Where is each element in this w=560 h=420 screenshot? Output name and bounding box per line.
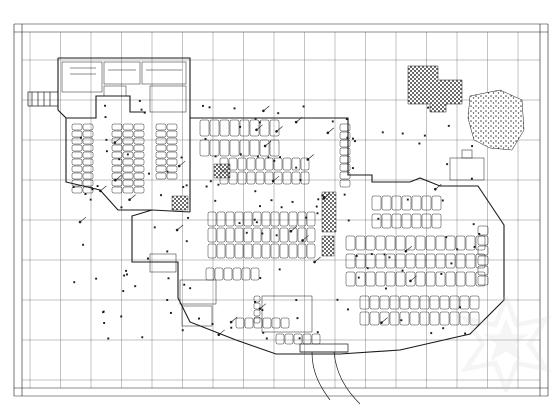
dimension-frame [13,23,549,397]
parking-stalls [71,119,489,345]
lobby-block [149,149,485,333]
star-shaped-seal-icon [460,296,552,392]
equipment-rooms [61,61,187,113]
hatched-shafts [171,163,337,257]
entry-ramp-left [27,91,59,107]
landscape-block [407,65,525,151]
equipment-marks [72,99,481,340]
exit-ramp-bottom [299,343,361,405]
